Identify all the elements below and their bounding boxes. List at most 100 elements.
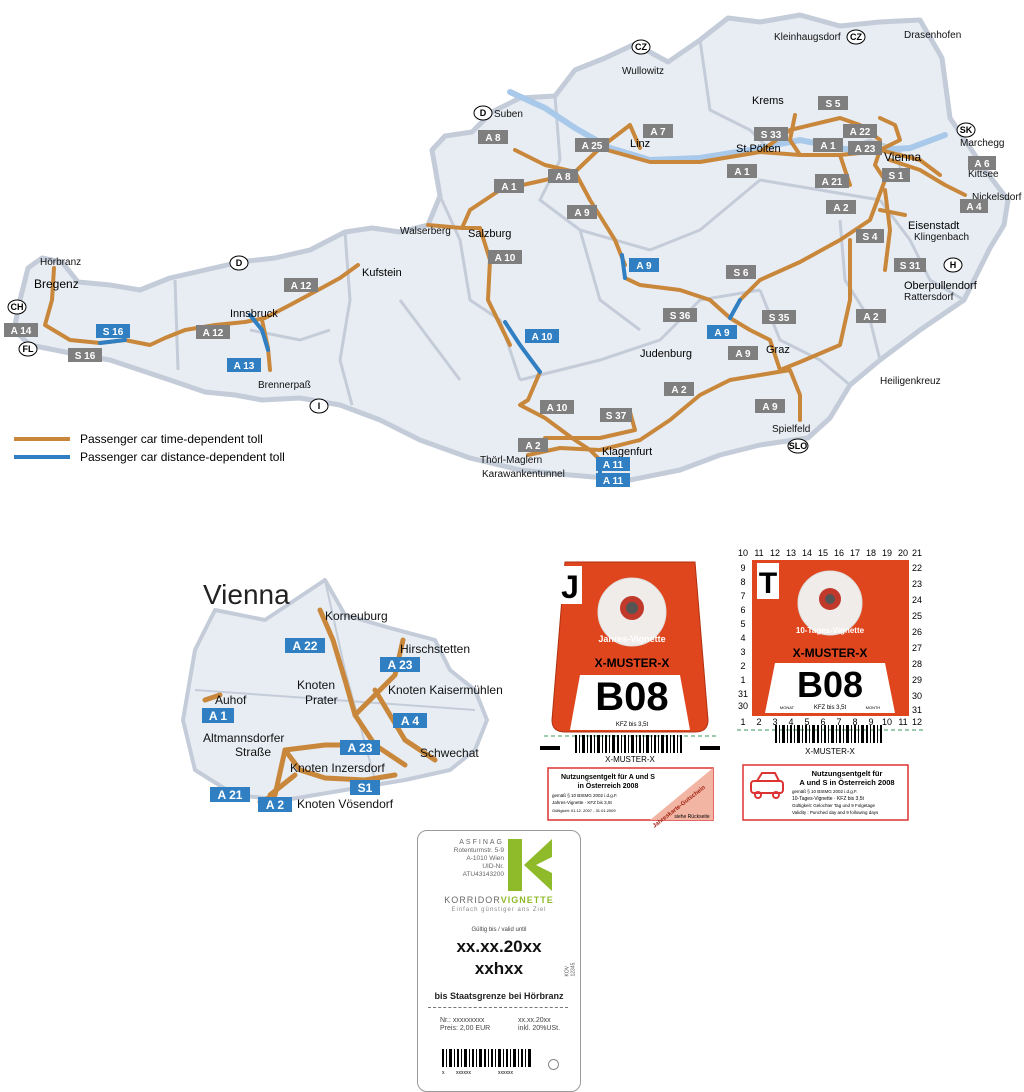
country-marker: CZ: [631, 39, 651, 55]
vienna-map: Vienna Korneuburg Hirschstetten Knoten P…: [181, 578, 503, 812]
road-shield: A 9: [567, 205, 597, 219]
city-label: Karawankentunnel: [482, 469, 565, 480]
svg-text:A 9: A 9: [636, 261, 652, 272]
svg-text:4: 4: [788, 717, 793, 727]
svg-text:S 6: S 6: [733, 268, 748, 279]
vignette-letter: T: [759, 567, 777, 600]
city-label: Hörbranz: [40, 257, 81, 268]
svg-text:D: D: [236, 258, 243, 268]
vienna-place: Auhof: [215, 693, 247, 707]
road-shield: A 2: [664, 382, 694, 396]
svg-text:18: 18: [866, 548, 876, 558]
svg-text:A 10: A 10: [547, 403, 568, 414]
svg-text:20: 20: [898, 548, 908, 558]
svg-text:FL: FL: [23, 344, 34, 354]
barcode: x xxxxxx xxxxxx: [442, 1049, 531, 1075]
svg-text:4: 4: [740, 633, 745, 643]
svg-text:A 2: A 2: [863, 312, 879, 323]
svg-text:S 4: S 4: [862, 232, 877, 243]
vienna-place: Knoten Inzersdorf: [290, 761, 385, 775]
map-legend: Passenger car time-dependent toll Passen…: [14, 432, 285, 464]
coupon-law: gemäß § 10 BStMG 2002 i.d.g.F.: [792, 789, 858, 794]
vienna-labels: Korneuburg Hirschstetten Knoten Prater K…: [203, 609, 503, 811]
svg-text:x: x: [442, 1070, 445, 1075]
issuer-address: ASFINAG Rotenturmstr. 5-9 A-1010 Wien UI…: [453, 839, 504, 878]
svg-text:21: 21: [912, 548, 922, 558]
day-label: DAY: [759, 571, 767, 576]
barcode: [575, 735, 682, 753]
svg-text:A 2: A 2: [525, 441, 541, 452]
road-shield: A 9: [728, 346, 758, 360]
road-shield: A 1: [727, 164, 757, 178]
svg-text:29: 29: [912, 675, 922, 685]
city-label: Klagenfurt: [602, 446, 652, 458]
road-shield: S 35: [762, 310, 796, 324]
road-shield: A 14: [4, 323, 38, 337]
svg-text:xxxxxx: xxxxxx: [498, 1070, 514, 1075]
road-shield: A 8: [548, 169, 578, 183]
svg-text:A 9: A 9: [574, 208, 590, 219]
road-shield: S 4: [856, 229, 884, 243]
city-label: Rattersdorf: [904, 292, 954, 303]
valid-time: xxhxx: [474, 959, 524, 978]
ticket-price: Preis: 2,00 EUR: [440, 1025, 491, 1032]
road-shield: A 9: [629, 258, 659, 272]
road-shield: A 1: [813, 138, 843, 152]
svg-text:CZ: CZ: [635, 42, 647, 52]
svg-text:22: 22: [912, 563, 922, 573]
svg-text:10: 10: [882, 717, 892, 727]
vienna-place: Knoten Kaisermühlen: [388, 683, 503, 697]
city-label: Eisenstadt: [908, 220, 959, 232]
road-shield: A 25: [575, 138, 609, 152]
road-shield: A 1: [494, 179, 524, 193]
road-shield: A 8: [478, 130, 508, 144]
left-day-column: 9 8 7 6 5 4 3 2 1 31 30: [738, 563, 748, 711]
road-shield: A 22: [285, 638, 325, 653]
border-text: bis Staatsgrenze bei Hörbranz: [434, 991, 564, 1001]
country-marker: D: [473, 105, 493, 121]
road-shield: A 23: [380, 657, 420, 672]
annual-vignette: J Jahres-Vignette X-MUSTER-X B08 KFZ bis…: [540, 561, 720, 830]
vienna-place: Hirschstetten: [400, 642, 470, 656]
svg-text:CH: CH: [11, 302, 24, 312]
brand-name: KORRIDORVIGNETTE: [444, 895, 554, 905]
country-marker: FL: [18, 341, 38, 357]
country-marker: SK: [956, 122, 976, 138]
svg-text:23: 23: [912, 579, 922, 589]
road-shield: S 1: [882, 168, 910, 182]
road-shield: A 9: [707, 325, 737, 339]
city-label: Kufstein: [362, 267, 402, 279]
vignette-muster: X-MUSTER-X: [793, 646, 868, 660]
svg-text:S 16: S 16: [75, 351, 96, 362]
vignette-kfz: KFZ bis 3,5t: [814, 705, 847, 711]
city-label: Thörl-Maglern: [480, 455, 542, 466]
svg-text:A 23: A 23: [388, 658, 413, 672]
svg-text:SLO: SLO: [789, 441, 808, 451]
road-shield: S 36: [663, 308, 697, 322]
austria-land: [11, 12, 1011, 483]
right-day-column: 22 23 24 25 26 27 28 29 30 31: [912, 563, 922, 715]
road-shield: A 23: [848, 141, 882, 155]
valid-date: xx.xx.20xx: [456, 937, 542, 956]
country-marker: CZ: [846, 29, 866, 45]
svg-text:S 33: S 33: [761, 130, 782, 141]
svg-text:7: 7: [836, 717, 841, 727]
coupon-title: in Österreich 2008: [578, 781, 639, 790]
road-shield: S 5: [818, 96, 848, 110]
coupon-validity: Validity : Punched day and 9 following d…: [792, 810, 879, 815]
vignette-title: 10-Tages-Vignette: [796, 626, 865, 635]
svg-text:S 1: S 1: [888, 171, 903, 182]
country-marker: D: [229, 255, 249, 271]
city-label: Bregenz: [34, 277, 79, 291]
svg-text:3: 3: [740, 647, 745, 657]
svg-text:A 12: A 12: [203, 328, 224, 339]
road-shield: A 10: [488, 250, 522, 264]
country-marker: I: [309, 398, 329, 414]
city-label: Vienna: [884, 150, 921, 164]
road-shield: A 2: [518, 438, 548, 452]
country-markers: CH FL D D CZ CZ SK H SLO I: [7, 29, 976, 454]
svg-text:A 25: A 25: [582, 141, 603, 152]
svg-text:13: 13: [786, 548, 796, 558]
svg-text:A 9: A 9: [735, 349, 751, 360]
coupon-type: 10-Tages-Vignette · KFZ bis 3,5t: [792, 796, 864, 802]
